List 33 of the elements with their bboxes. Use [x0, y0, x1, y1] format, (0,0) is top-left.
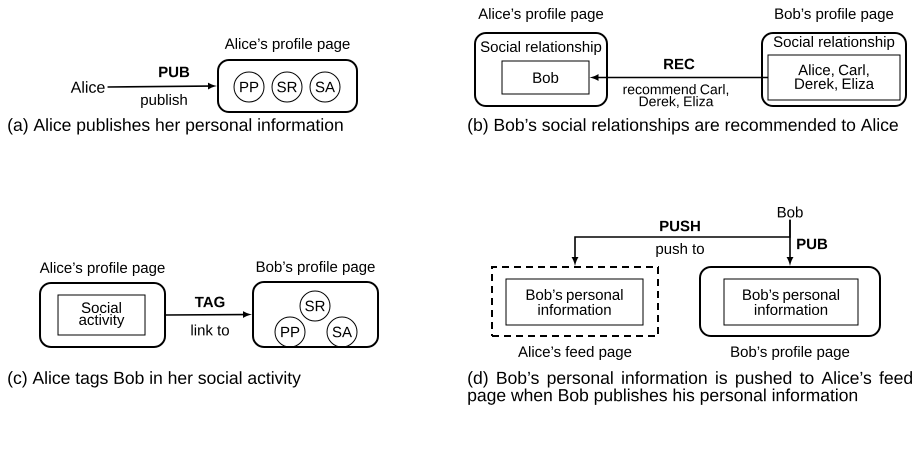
edge-label: PUB: [795, 238, 829, 250]
person-label: Alice: [70, 81, 105, 93]
box-text: Social relationship: [774, 36, 894, 50]
edge-sublabel: recommend Carl, Derek, Eliza: [624, 84, 728, 108]
edge-label: PUSH: [658, 220, 702, 232]
arrow: [592, 74, 768, 80]
box-text: Social relationship: [480, 41, 602, 55]
person-label: Bob: [778, 206, 803, 218]
content-box: Alice, Carl, Derek, Eliza: [768, 54, 900, 100]
content-box: Bob: [502, 60, 590, 94]
page-title: Bob’s profile page: [256, 261, 375, 275]
subfigure-caption: (d) Bob’s personal information is pushed to Alice’s feed page when Bob publishes his personal information: [468, 371, 912, 405]
content-box: Bob’s personal information: [724, 278, 858, 326]
page-title: Bob’s profile page: [775, 8, 894, 22]
subfigure-caption: (a) Alice publishes her personal information: [8, 118, 343, 135]
edge-sublabel: push to: [656, 243, 704, 257]
arrow: [787, 220, 793, 264]
subfigure-caption: (b) Bob’s social relationships are recommended to Alice: [468, 118, 898, 135]
page-title: Alice’s profile page: [40, 262, 165, 276]
arrow: [108, 83, 215, 89]
content-box: Bob’s personal information: [506, 278, 644, 326]
page-title: Alice’s profile page: [224, 38, 350, 52]
edge-sublabel: publish: [141, 94, 187, 108]
edge-sublabel: link to: [191, 324, 229, 336]
edge-label: REC: [662, 58, 696, 70]
edge-label: TAG: [194, 296, 226, 308]
page-title: Bob’s profile page: [731, 346, 850, 360]
edge-label: PUB: [157, 66, 191, 78]
page-title: Alice’s feed page: [518, 346, 632, 360]
page-title: Alice’s profile page: [478, 8, 604, 22]
content-box: Social activity: [58, 294, 146, 336]
arrow: [166, 312, 250, 318]
subfigure-caption: (c) Alice tags Bob in her social activity: [8, 371, 301, 388]
